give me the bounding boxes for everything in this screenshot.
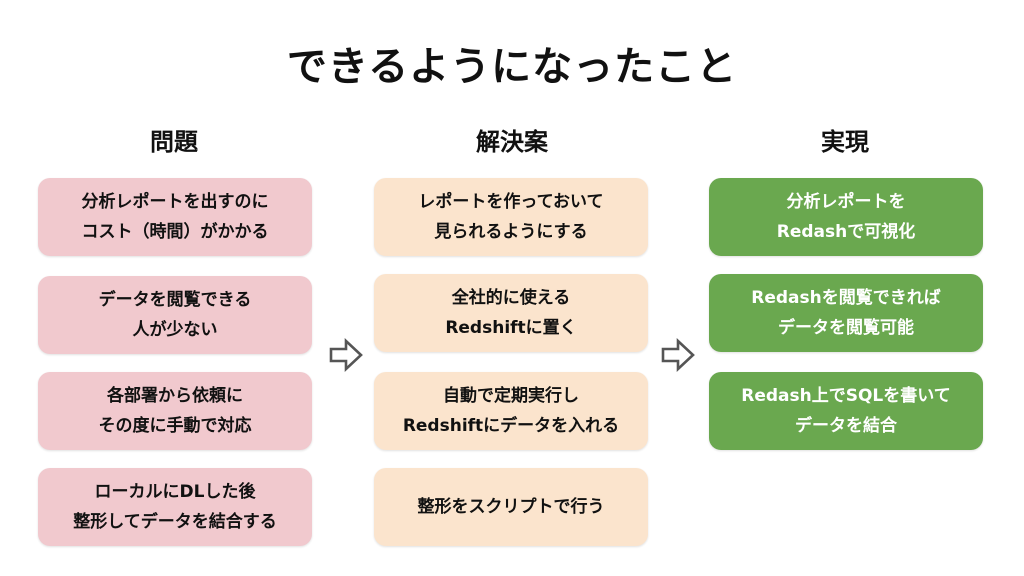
solution-card-2-line2: Redshiftに置く <box>445 318 577 338</box>
result-card-3-line2: データを結合 <box>795 416 897 436</box>
problem-card-2-line1: データを閲覧できる <box>98 290 252 310</box>
right-arrow-icon <box>329 338 363 372</box>
problem-card-4-line2: 整形してデータを結合する <box>73 512 277 532</box>
column-heading-problem: 問題 <box>150 128 198 156</box>
problem-card-2: データを閲覧できる 人が少ない <box>38 276 312 354</box>
solution-card-4: 整形をスクリプトで行う <box>374 468 648 546</box>
column-heading-solution: 解決案 <box>476 128 548 156</box>
right-arrow-icon <box>661 338 695 372</box>
solution-card-3-line2: Redshiftにデータを入れる <box>402 416 620 436</box>
result-card-2: Redashを閲覧できれば データを閲覧可能 <box>709 274 983 352</box>
problem-card-3-line2: その度に手動で対応 <box>98 416 252 436</box>
problem-card-3: 各部署から依頼に その度に手動で対応 <box>38 372 312 450</box>
problem-card-1: 分析レポートを出すのに コスト（時間）がかかる <box>38 178 312 256</box>
result-card-2-line1: Redashを閲覧できれば <box>751 288 941 308</box>
solution-card-2-line1: 全社的に使える <box>451 288 571 308</box>
result-card-3: Redash上でSQLを書いて データを結合 <box>709 372 983 450</box>
solution-card-4-line1: 整形をスクリプトで行う <box>417 497 605 517</box>
problem-card-3-line1: 各部署から依頼に <box>107 386 243 406</box>
result-card-2-line2: データを閲覧可能 <box>777 318 914 338</box>
solution-card-3: 自動で定期実行し Redshiftにデータを入れる <box>374 372 648 450</box>
page-title: できるようになったこと <box>286 44 738 90</box>
solution-card-2: 全社的に使える Redshiftに置く <box>374 274 648 352</box>
result-card-3-line1: Redash上でSQLを書いて <box>741 386 951 406</box>
solution-card-1-line1: レポートを作っておいて <box>418 192 604 212</box>
problem-card-4-line1: ローカルにDLした後 <box>94 482 256 502</box>
solution-card-3-line1: 自動で定期実行し <box>443 386 579 406</box>
problem-card-1-line2: コスト（時間）がかかる <box>81 222 269 242</box>
result-card-1: 分析レポートを Redashで可視化 <box>709 178 983 256</box>
result-card-1-line1: 分析レポートを <box>786 192 906 212</box>
column-heading-result: 実現 <box>821 128 869 156</box>
problem-card-2-line2: 人が少ない <box>132 320 218 340</box>
solution-card-1-line2: 見られるようにする <box>434 222 588 242</box>
problem-card-4: ローカルにDLした後 整形してデータを結合する <box>38 468 312 546</box>
solution-card-1: レポートを作っておいて 見られるようにする <box>374 178 648 256</box>
result-card-1-line2: Redashで可視化 <box>776 222 916 242</box>
problem-card-1-line1: 分析レポートを出すのに <box>81 192 269 212</box>
